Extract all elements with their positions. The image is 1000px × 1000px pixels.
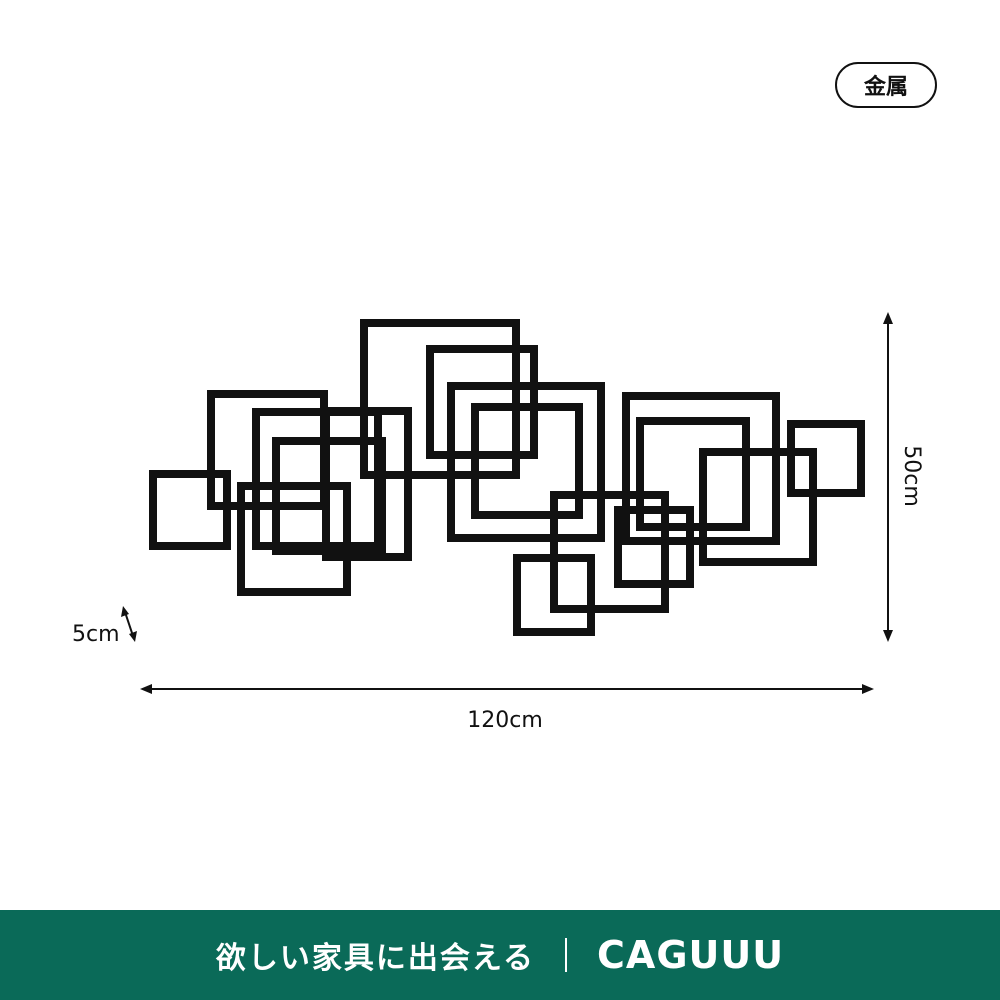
frame <box>636 417 750 531</box>
frame <box>426 345 538 459</box>
frame <box>614 506 694 588</box>
frame <box>237 482 351 596</box>
depth-dimension-arrow <box>121 606 137 642</box>
footer-tagline: 欲しい家具に出会える <box>215 941 536 976</box>
material-badge: 金属 <box>835 62 937 108</box>
height-label: 50cm <box>899 445 924 507</box>
depth-label: 5cm <box>72 622 120 647</box>
frame <box>360 319 520 479</box>
brand-footer: 欲しい家具に出会える CAGUUU <box>0 910 1000 1000</box>
square-frames <box>149 319 865 636</box>
frame <box>471 403 583 519</box>
frame <box>550 491 669 613</box>
frame <box>447 382 605 542</box>
width-dimension-arrow <box>140 684 874 694</box>
footer-divider <box>565 938 568 972</box>
height-dimension-arrow <box>883 312 893 642</box>
material-label: 金属 <box>863 75 908 100</box>
frame <box>787 420 865 497</box>
brand-logo: CAGUUU <box>597 933 785 977</box>
frame <box>699 448 817 566</box>
width-label: 120cm <box>467 708 543 733</box>
